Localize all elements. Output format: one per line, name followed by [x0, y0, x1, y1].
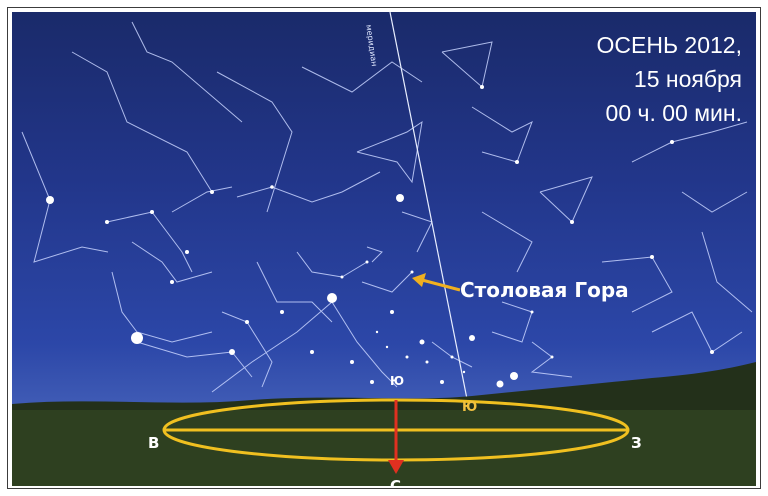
stars	[46, 85, 714, 388]
date-caption: ОСЕНЬ 2012, 15 ноября 00 ч. 00 мин.	[542, 32, 743, 142]
direction-top-label: Ю	[390, 374, 405, 388]
constellation-lines	[21, 21, 753, 393]
sky-chart: меридиан ОСЕНЬ 2012, 15 ноября 00 ч. 00 …	[12, 12, 756, 486]
meridian-line	[389, 12, 469, 405]
direction-east-label: З	[631, 434, 642, 452]
date-day: 15 ноября	[633, 66, 742, 92]
direction-south-label: С	[390, 477, 402, 486]
pointer-arrow-shaft	[421, 278, 461, 292]
red-arrow-head	[388, 460, 404, 474]
ground	[12, 410, 756, 486]
constellation-label: Столовая Гора	[460, 278, 629, 302]
direction-west-label: В	[148, 434, 160, 452]
direction-marker-label: Ю	[462, 400, 478, 415]
date-time: 00 ч. 00 мин.	[605, 100, 742, 126]
sky-svg	[12, 12, 756, 486]
date-season-year: ОСЕНЬ 2012,	[596, 32, 743, 58]
pointer-arrow-head	[412, 273, 426, 287]
